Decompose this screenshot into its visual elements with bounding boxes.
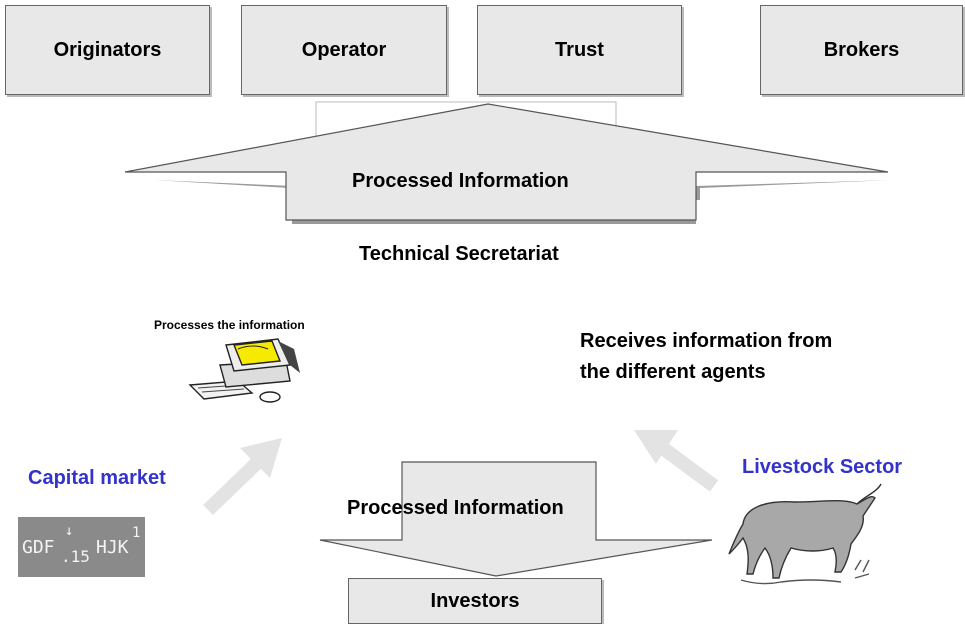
box-investors-label: Investors <box>430 589 520 612</box>
processes-info-label: Processes the information <box>154 318 305 332</box>
box-originators-label: Originators <box>53 38 162 61</box>
processed-info-top-arrow <box>124 103 889 221</box>
box-operator: Operator <box>241 5 447 95</box>
receives-info-line-1: Receives information from <box>580 330 833 352</box>
processed-info-bottom-label: Processed Information <box>347 497 564 519</box>
box-investors: Investors <box>348 578 602 624</box>
box-trust: Trust <box>477 5 682 95</box>
stock-ticker-image: GDF ↓ .15 HJK 1 <box>18 517 145 577</box>
box-operator-label: Operator <box>301 38 387 61</box>
box-brokers: Brokers <box>760 5 963 95</box>
ticker-left: GDF <box>22 537 55 558</box>
technical-secretariat-label: Technical Secretariat <box>359 243 559 265</box>
ticker-arrow: ↓ <box>65 523 74 539</box>
ticker-mid: .15 <box>61 547 90 566</box>
capital-arrow <box>203 438 282 516</box>
ticker-sup: 1 <box>132 525 141 541</box>
livestock-arrow <box>634 430 719 492</box>
ticker-right: HJK <box>96 537 129 558</box>
box-brokers-label: Brokers <box>823 38 900 61</box>
capital-market-label: Capital market <box>28 467 166 489</box>
processed-info-bottom-arrow <box>319 461 713 577</box>
box-trust-label: Trust <box>555 38 604 61</box>
receives-info-line-2: the different agents <box>580 361 766 383</box>
box-originators: Originators <box>5 5 210 95</box>
livestock-sector-label: Livestock Sector <box>742 456 903 478</box>
processed-info-top-label: Processed Information <box>352 170 569 192</box>
